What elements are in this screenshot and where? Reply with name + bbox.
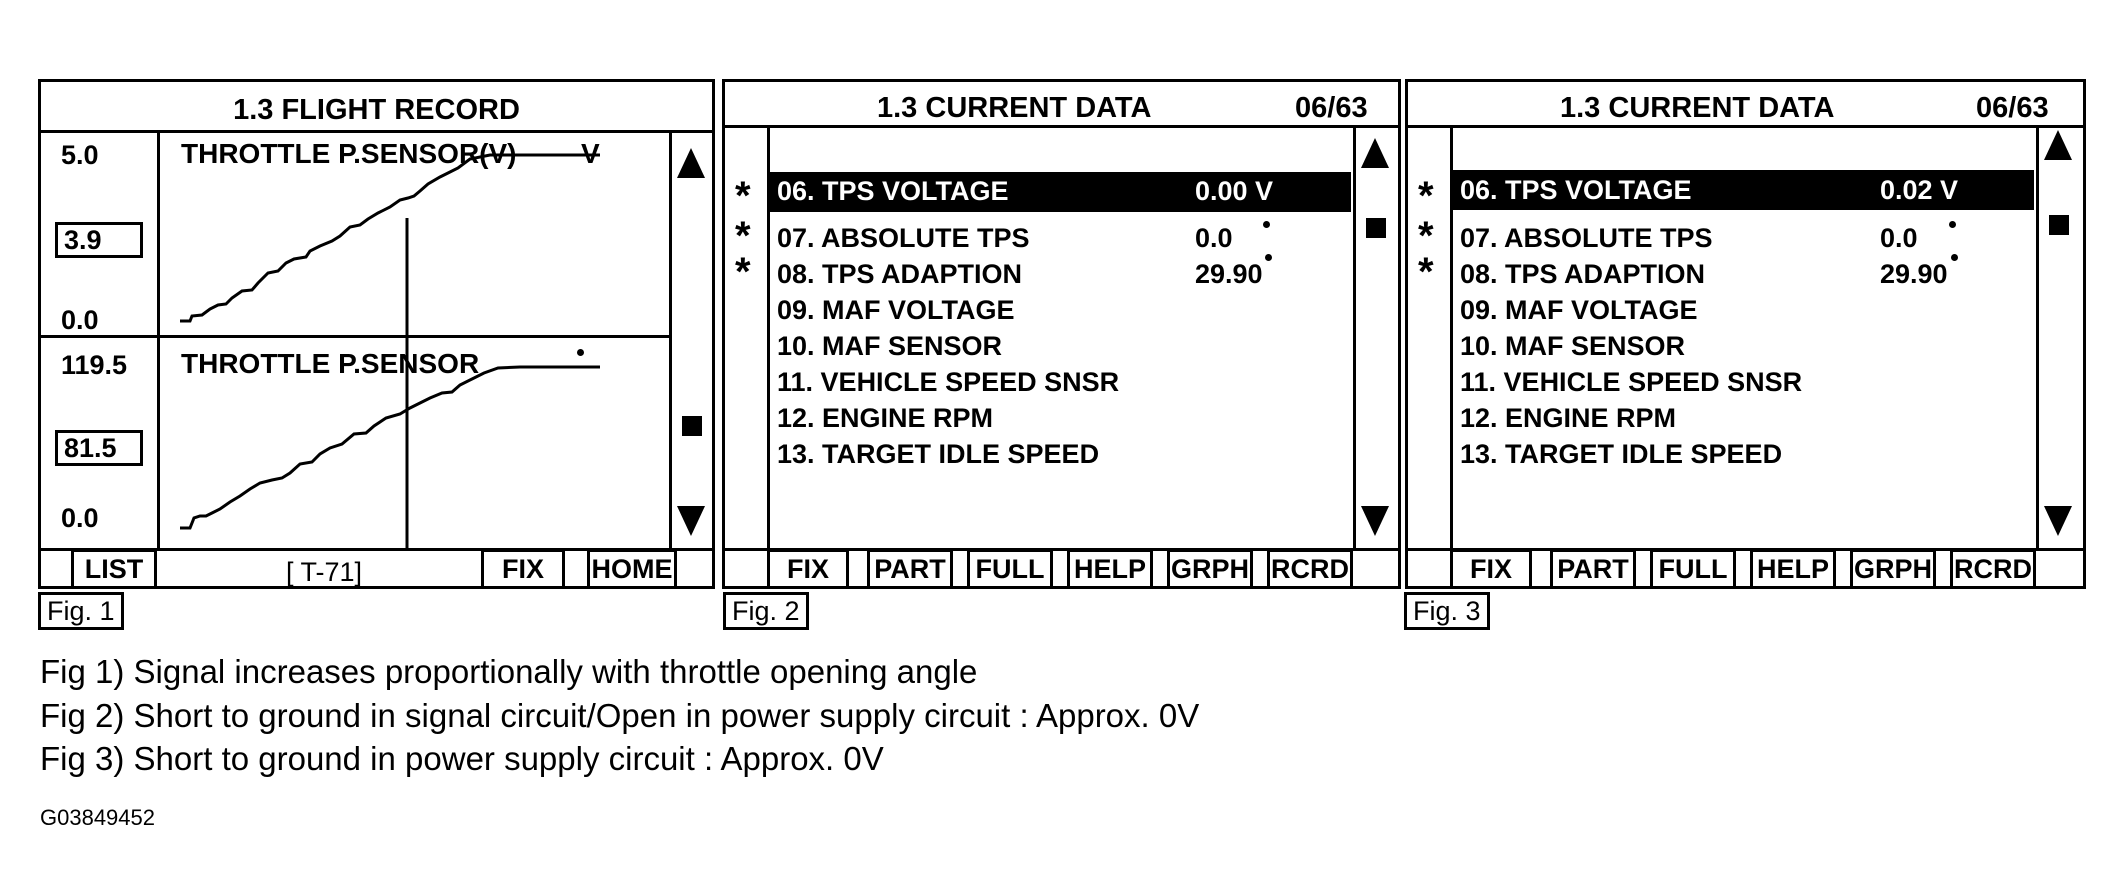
- scrollbar-divider: [669, 130, 672, 548]
- figure-id: G03849452: [40, 805, 155, 830]
- graph1-trace: [180, 153, 600, 323]
- grph-button[interactable]: GRPH: [1167, 549, 1253, 589]
- asterisk-icon: *: [1418, 214, 1434, 258]
- fig3-title: 1.3 CURRENT DATA: [1560, 92, 1835, 124]
- fig2-title: 1.3 CURRENT DATA: [877, 92, 1152, 124]
- fig2-page: 06/63: [1295, 92, 1368, 124]
- selected-row-highlight: [770, 172, 1351, 212]
- asterisk-icon: *: [1418, 250, 1434, 294]
- rcrd-button[interactable]: RCRD: [1267, 549, 1353, 589]
- graph2-max: 119.5: [61, 350, 128, 380]
- part-button[interactable]: PART: [867, 549, 953, 589]
- degree-dot: [1265, 254, 1272, 261]
- graph2-label: THROTTLE P.SENSOR: [181, 348, 480, 379]
- graph1-label: THROTTLE P.SENSOR(V): [181, 138, 517, 169]
- title-divider: [41, 130, 712, 133]
- part-button[interactable]: PART: [1550, 549, 1636, 589]
- data-row-label[interactable]: 12. ENGINE RPM: [777, 403, 994, 433]
- fix-button[interactable]: FIX: [1450, 549, 1532, 589]
- full-button[interactable]: FULL: [1650, 549, 1736, 589]
- footer-divider: [725, 548, 1398, 551]
- degree-dot: [1263, 221, 1270, 228]
- graph2-current: 81.5: [55, 430, 143, 466]
- caption-fig2: Fig 2) Short to ground in signal circuit…: [40, 697, 1200, 734]
- title-divider: [1408, 125, 2083, 128]
- arrow-up-icon[interactable]: [677, 148, 705, 178]
- arrow-up-icon[interactable]: [2044, 130, 2072, 160]
- graph1-current: 3.9: [55, 222, 143, 258]
- scroll-thumb-icon[interactable]: [2049, 215, 2069, 235]
- caption-fig1: Fig 1) Signal increases proportionally w…: [40, 653, 978, 690]
- data-row-label[interactable]: 08. TPS ADAPTION: [777, 259, 1023, 289]
- marker-divider: [767, 125, 770, 550]
- data-row-value: 29.90: [1880, 259, 1948, 289]
- list-button[interactable]: LIST: [71, 549, 157, 589]
- graph1-max: 5.0: [61, 140, 99, 170]
- asterisk-icon: *: [735, 250, 751, 294]
- graph2-trace: [180, 365, 600, 530]
- data-row-label[interactable]: 06. TPS VOLTAGE: [777, 176, 1009, 206]
- fix-button[interactable]: FIX: [481, 549, 565, 589]
- footer-divider: [1408, 548, 2083, 551]
- data-row-label[interactable]: 08. TPS ADAPTION: [1460, 259, 1706, 289]
- caption-fig3: Fig 3) Short to ground in power supply c…: [40, 740, 884, 777]
- data-row-label[interactable]: 11. VEHICLE SPEED SNSR: [777, 367, 1120, 397]
- fig1-label: Fig. 1: [38, 592, 124, 630]
- rcrd-button[interactable]: RCRD: [1950, 549, 2036, 589]
- data-row-label[interactable]: 10. MAF SENSOR: [1460, 331, 1686, 361]
- asterisk-icon: *: [1418, 174, 1434, 218]
- degree-dot: [1949, 221, 1956, 228]
- arrow-up-icon[interactable]: [1361, 138, 1389, 168]
- data-row-label[interactable]: 13. TARGET IDLE SPEED: [777, 439, 1100, 469]
- data-row-value: 0.02 V: [1880, 175, 1959, 205]
- data-row-label[interactable]: 09. MAF VOLTAGE: [1460, 295, 1698, 325]
- arrow-down-icon[interactable]: [1361, 506, 1389, 536]
- data-row-label[interactable]: 13. TARGET IDLE SPEED: [1460, 439, 1783, 469]
- flight-record-panel: 1.3 FLIGHT RECORD 5.0 3.9 0.0 THROTTLE P…: [38, 79, 715, 589]
- fig3-label: Fig. 3: [1404, 592, 1490, 630]
- throttle-trace-chart: [180, 153, 600, 548]
- scroll-thumb-icon[interactable]: [1366, 218, 1386, 238]
- data-row-label[interactable]: 09. MAF VOLTAGE: [777, 295, 1015, 325]
- arrow-down-icon[interactable]: [677, 506, 705, 536]
- data-row-label[interactable]: 07. ABSOLUTE TPS: [1460, 223, 1713, 253]
- flight-record-title: 1.3 FLIGHT RECORD: [233, 94, 520, 126]
- degree-dot: [1951, 254, 1958, 261]
- arrow-down-icon[interactable]: [2044, 506, 2072, 536]
- data-row-label[interactable]: 10. MAF SENSOR: [777, 331, 1003, 361]
- data-row-value: 0.0: [1195, 223, 1233, 253]
- fig3-page: 06/63: [1976, 92, 2049, 124]
- help-button[interactable]: HELP: [1750, 549, 1836, 589]
- data-row-label[interactable]: 12. ENGINE RPM: [1460, 403, 1677, 433]
- graph-divider: [41, 335, 669, 338]
- data-row-label[interactable]: 11. VEHICLE SPEED SNSR: [1460, 367, 1803, 397]
- data-row-value: 29.90: [1195, 259, 1263, 289]
- data-row-value: 0.00 V: [1195, 176, 1274, 206]
- scrollbar-divider: [2036, 125, 2039, 550]
- footer-divider: [41, 548, 712, 551]
- home-button[interactable]: HOME: [587, 549, 677, 589]
- current-data-panel-fig2: 1.3 CURRENT DATA 06/63 * * * 06. TPS VOL…: [722, 79, 1401, 589]
- asterisk-icon: *: [735, 174, 751, 218]
- marker-divider: [1450, 125, 1453, 550]
- scrollbar-divider: [1353, 125, 1356, 550]
- counter-label: [ T-71]: [286, 557, 363, 587]
- asterisk-icon: *: [735, 214, 751, 258]
- help-button[interactable]: HELP: [1067, 549, 1153, 589]
- current-data-panel-fig3: 1.3 CURRENT DATA 06/63 * * * 06. TPS VOL…: [1405, 79, 2086, 589]
- axis-divider: [157, 130, 160, 548]
- fig2-label: Fig. 2: [723, 592, 809, 630]
- full-button[interactable]: FULL: [967, 549, 1053, 589]
- grph-button[interactable]: GRPH: [1850, 549, 1936, 589]
- data-row-label[interactable]: 06. TPS VOLTAGE: [1460, 175, 1692, 205]
- graph2-min: 0.0: [61, 503, 99, 533]
- degree-dot: [577, 349, 584, 356]
- selected-row-highlight: [1453, 170, 2034, 210]
- graph1-min: 0.0: [61, 305, 99, 335]
- fix-button[interactable]: FIX: [767, 549, 849, 589]
- data-row-value: 0.0: [1880, 223, 1918, 253]
- title-divider: [725, 125, 1398, 128]
- scroll-thumb-icon[interactable]: [682, 416, 702, 436]
- data-row-label[interactable]: 07. ABSOLUTE TPS: [777, 223, 1030, 253]
